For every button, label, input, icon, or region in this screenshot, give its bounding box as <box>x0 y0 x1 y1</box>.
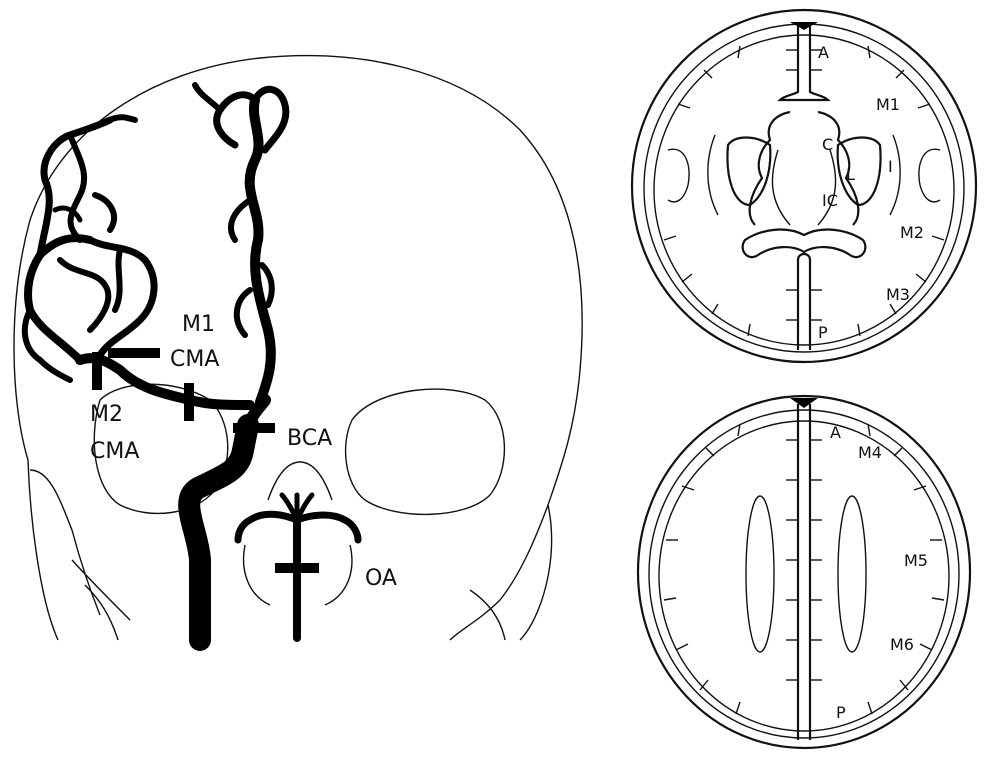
label-m2-cma: CMA <box>90 439 139 464</box>
network-5 <box>107 114 138 123</box>
cheek-left <box>29 469 101 616</box>
network-2 <box>86 236 158 359</box>
upper-sylvian-left <box>667 148 690 203</box>
upper-internal-capsule-r <box>817 149 837 226</box>
jaw-line-right <box>469 589 506 641</box>
upper-label-m3: M3 <box>886 285 910 304</box>
jaw-line-left-2 <box>84 584 119 641</box>
upper-axial-slice <box>630 8 978 364</box>
occlusion-clips <box>92 348 319 573</box>
upper-inner-skull <box>643 23 965 353</box>
skull-outline <box>13 55 583 641</box>
sta-branch-right <box>259 262 275 308</box>
upper-sinus <box>790 22 818 30</box>
label-m2: M2 <box>90 402 123 427</box>
upper-falx-back <box>796 252 812 350</box>
lower-sulci <box>663 423 945 715</box>
network-3 <box>36 116 114 259</box>
lower-label-p: P <box>836 703 846 722</box>
network-4 <box>67 132 88 243</box>
network-6 <box>57 257 112 333</box>
lower-inner-skull <box>648 409 960 739</box>
network-8 <box>21 307 73 383</box>
upper-internal-capsule-l <box>771 149 791 226</box>
label-m1-cma: CMA <box>170 347 219 372</box>
network-10 <box>52 205 83 223</box>
upper-label-i: I <box>888 157 893 176</box>
sta-trunk <box>244 95 276 407</box>
upper-lentiform-right <box>836 136 882 207</box>
lower-sinus <box>790 398 818 408</box>
cma-clip-bar <box>184 383 194 421</box>
sta-branch-left <box>228 197 253 243</box>
lower-centrum-right <box>837 495 867 653</box>
lower-brain-surface <box>658 420 950 732</box>
upper-label-a: A <box>818 43 829 62</box>
label-m1: M1 <box>182 312 215 337</box>
m2-clip-bar <box>92 352 102 390</box>
upper-brain-surface <box>653 34 955 346</box>
oa-branch-left <box>234 510 301 544</box>
nasal-aperture <box>267 461 333 501</box>
upper-sylvian-right <box>918 148 941 203</box>
label-bca: BCA <box>287 426 332 451</box>
network-7 <box>112 247 123 313</box>
skull-drawing <box>13 55 583 641</box>
upper-label-c: C <box>822 135 833 154</box>
oa-branch-right <box>293 511 362 544</box>
oa-clip-bar <box>275 563 319 573</box>
upper-label-m2: M2 <box>900 223 924 242</box>
lower-centrum-left <box>745 495 775 653</box>
lower-outer-skull <box>636 394 972 750</box>
upper-outer-skull <box>630 8 978 364</box>
bca-clip-bar <box>233 423 275 433</box>
upper-sulci <box>663 45 945 337</box>
jaw-line-left <box>71 559 131 621</box>
sta-branch-top <box>251 85 290 154</box>
upper-label-m1: M1 <box>876 95 900 114</box>
upper-label-p: P <box>818 323 828 342</box>
lower-label-a: A <box>830 423 841 442</box>
network-9 <box>92 192 117 233</box>
upper-ventricles <box>748 110 860 226</box>
upper-insula-left <box>707 134 719 216</box>
upper-posterior-horns <box>741 228 867 259</box>
nasal-inner-right <box>324 544 353 606</box>
nasal-inner <box>242 544 271 606</box>
upper-insula-right <box>889 134 901 216</box>
upper-lentiform-left <box>726 136 772 207</box>
sta-branch-mid <box>233 287 253 338</box>
upper-falx-front <box>777 26 831 102</box>
upper-label-ic: IC <box>822 191 838 210</box>
right-orbit <box>344 388 506 516</box>
m1-clip-bar <box>108 348 160 358</box>
upper-label-l: L <box>846 165 855 184</box>
lower-axial-slice <box>636 394 972 750</box>
lower-label-m4: M4 <box>858 443 882 462</box>
vessels <box>21 82 362 651</box>
cheek-right <box>449 504 549 641</box>
label-oa: OA <box>365 566 397 591</box>
m1-cma-vessel <box>75 353 255 410</box>
network-1 <box>24 234 94 364</box>
lower-label-m5: M5 <box>904 551 928 570</box>
carotid-trunk <box>178 414 259 651</box>
lower-label-m6: M6 <box>890 635 914 654</box>
sta-branch-top-2 <box>213 91 259 149</box>
sta-branch-top-3 <box>192 82 223 113</box>
